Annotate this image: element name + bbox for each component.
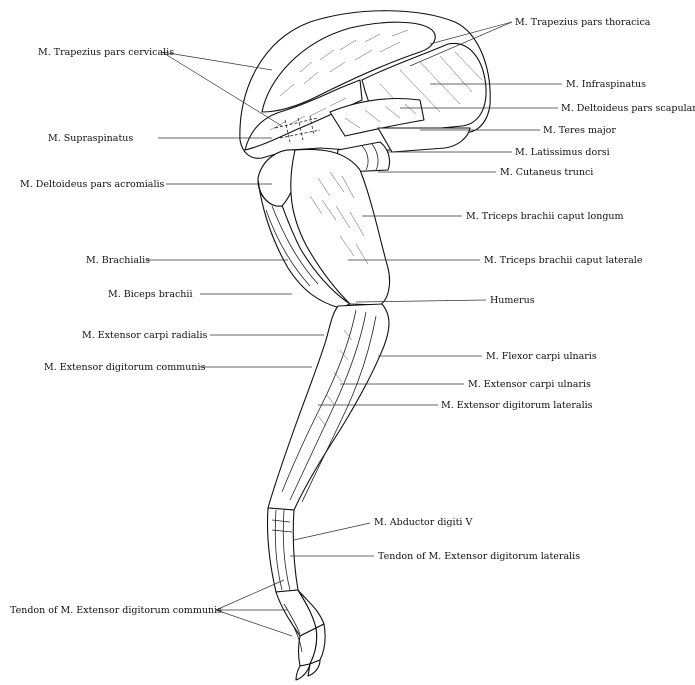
- label-ext-digitorum-communis: M. Extensor digitorum communis: [44, 362, 206, 373]
- label-biceps: M. Biceps brachii: [108, 289, 193, 300]
- hand-region: [267, 508, 298, 592]
- label-triceps-laterale: M. Triceps brachii caput laterale: [484, 255, 643, 266]
- label-triceps-longum: M. Triceps brachii caput longum: [466, 211, 624, 222]
- label-abductor-digiti-v: M. Abductor digiti V: [374, 517, 472, 528]
- label-flexor-carpi-ulnaris: M. Flexor carpi ulnaris: [486, 351, 597, 362]
- label-supraspinatus: M. Supraspinatus: [48, 133, 133, 144]
- label-humerus: Humerus: [490, 295, 535, 306]
- label-tendon-ext-dig-lateralis: Tendon of M. Extensor digitorum laterali…: [378, 551, 580, 562]
- label-trapezius-cervicalis: M. Trapezius pars cervicalis: [38, 47, 174, 58]
- label-deltoideus-acromialis: M. Deltoideus pars acromialis: [20, 179, 165, 190]
- label-latissimus-dorsi: M. Latissimus dorsi: [515, 147, 610, 158]
- label-ext-digitorum-lateralis: M. Extensor digitorum lateralis: [441, 400, 593, 411]
- leader-trapezius-cervicalis-a: [162, 52, 272, 70]
- label-ext-carpi-ulnaris: M. Extensor carpi ulnaris: [468, 379, 591, 390]
- label-tendon-ext-dig-communis: Tendon of M. Extensor digitorum communis: [10, 605, 222, 616]
- label-ext-carpi-radialis: M. Extensor carpi radialis: [82, 330, 208, 341]
- digits-region: [276, 590, 325, 680]
- label-deltoideus-scapularis: M. Deltoideus pars scapularis: [561, 103, 695, 114]
- leader-abductor-digiti-v: [294, 523, 370, 540]
- label-infraspinatus: M. Infraspinatus: [566, 79, 646, 90]
- label-cutaneus-trunci: M. Cutaneus trunci: [500, 167, 593, 178]
- leader-tendon-communis-a: [216, 580, 284, 610]
- label-brachialis: M. Brachialis: [86, 255, 150, 266]
- scapula-region: [240, 11, 490, 172]
- upper-arm-region: [258, 149, 390, 308]
- label-trapezius-thoracica: M. Trapezius pars thoracica: [515, 17, 651, 28]
- label-teres-major: M. Teres major: [543, 125, 616, 136]
- leader-tendon-communis-c: [216, 610, 292, 636]
